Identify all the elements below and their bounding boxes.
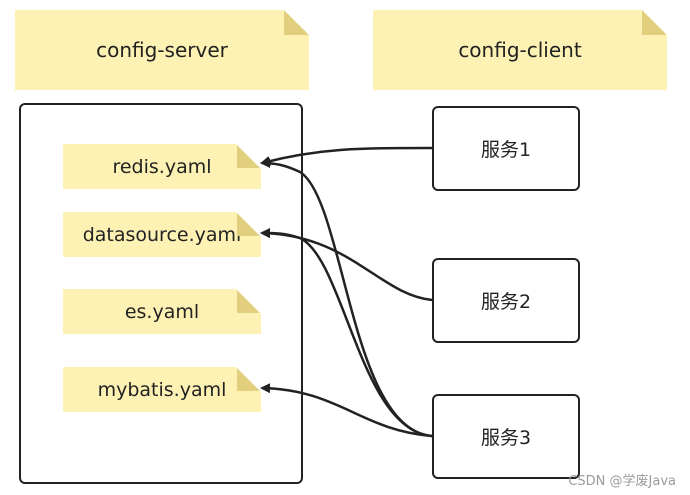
watermark: CSDN @学废Java bbox=[568, 474, 676, 489]
file-label-datasource: datasource.yaml bbox=[82, 223, 242, 246]
config-server-title: config-server bbox=[15, 10, 309, 90]
arrow-service3-to-redis bbox=[260, 158, 433, 438]
file-note-es: es.yaml bbox=[63, 289, 261, 334]
arrow-service3-to-mybatis bbox=[260, 383, 433, 438]
file-label-redis: redis.yaml bbox=[112, 155, 212, 178]
file-note-mybatis: mybatis.yaml bbox=[63, 367, 261, 412]
service-box-3: 服务3 bbox=[432, 394, 580, 479]
service-label-3: 服务3 bbox=[480, 427, 532, 449]
file-label-es: es.yaml bbox=[124, 300, 200, 323]
arrow-service3-to-datasource bbox=[260, 228, 433, 438]
config-server-label: config-server bbox=[96, 38, 228, 62]
config-client-title: config-client bbox=[373, 10, 667, 90]
service-label-1: 服务1 bbox=[480, 139, 532, 161]
file-label-mybatis: mybatis.yaml bbox=[97, 378, 227, 401]
file-note-redis: redis.yaml bbox=[63, 144, 261, 189]
config-server-container bbox=[19, 103, 303, 484]
arrow-service1-to-redis bbox=[260, 146, 433, 166]
service-box-2: 服务2 bbox=[432, 258, 580, 343]
file-note-datasource: datasource.yaml bbox=[63, 212, 261, 257]
config-client-label: config-client bbox=[458, 38, 582, 62]
service-box-1: 服务1 bbox=[432, 106, 580, 191]
service-label-2: 服务2 bbox=[480, 291, 532, 313]
